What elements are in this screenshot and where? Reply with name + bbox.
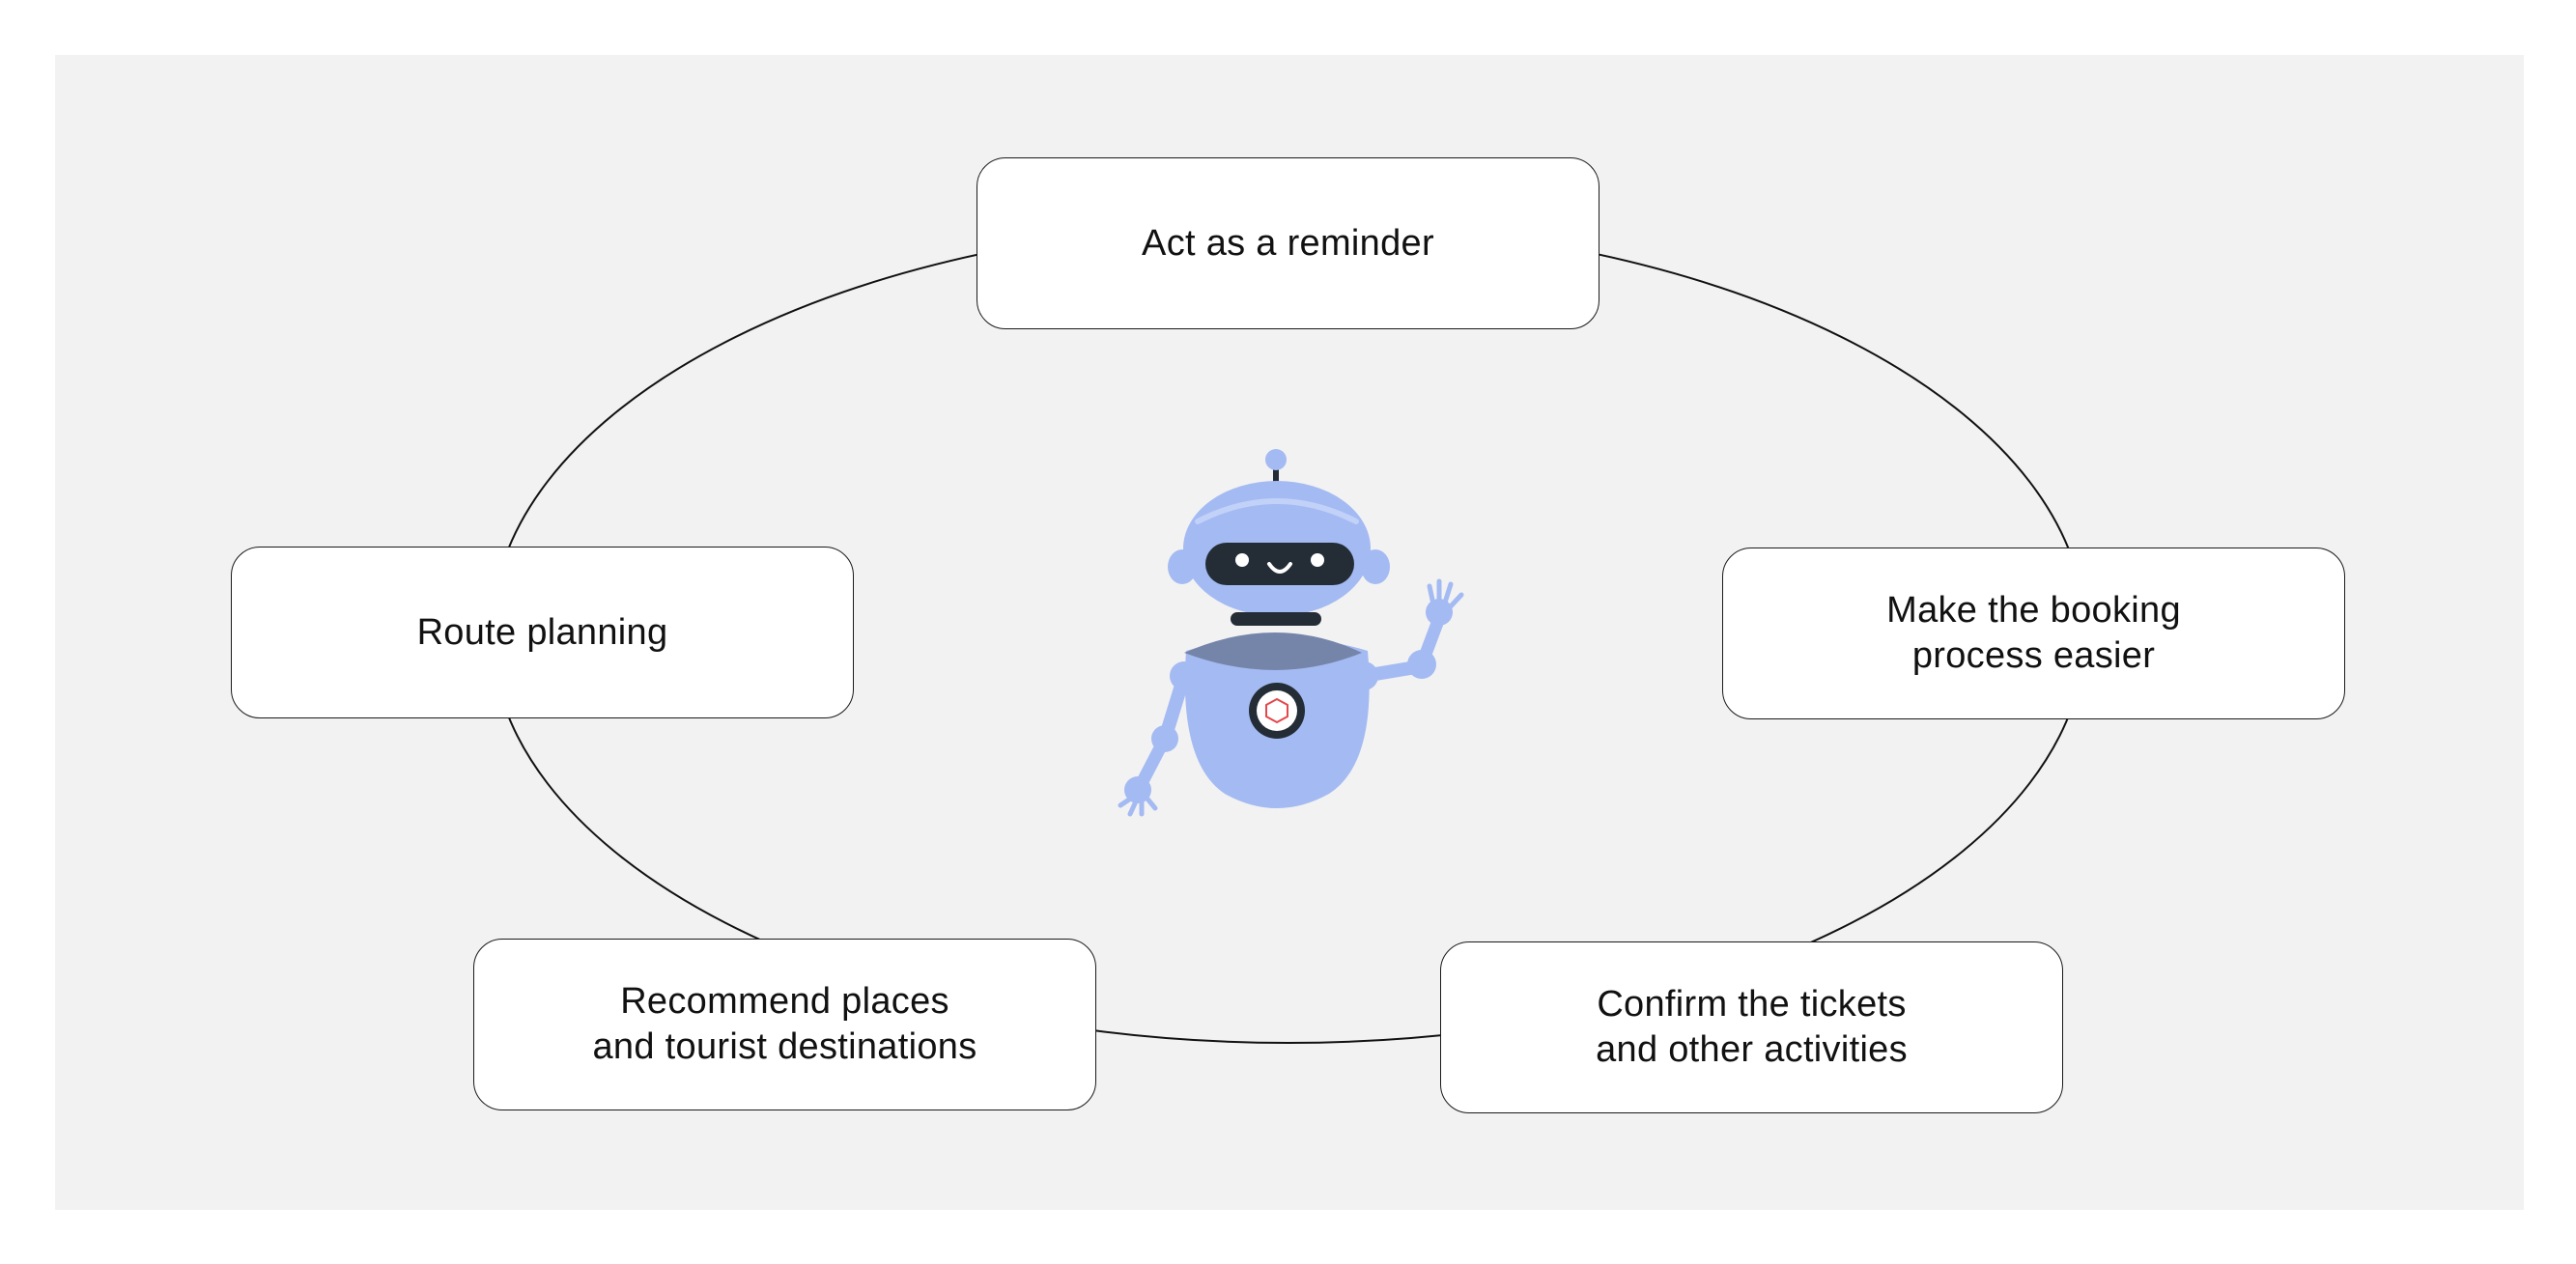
robot-antenna-tip — [1265, 449, 1287, 470]
node-booking: Make the booking process easier — [1722, 548, 2345, 719]
robot-core-hexagon-icon — [1265, 697, 1288, 724]
node-booking-label: Make the booking process easier — [1886, 590, 2181, 676]
node-recommend-label: Recommend places and tourist destination… — [592, 981, 977, 1067]
robot-chest-plate — [1184, 632, 1362, 670]
node-route: Route planning — [231, 547, 854, 718]
node-reminder-label: Act as a reminder — [1142, 222, 1434, 264]
robot-visor — [1205, 543, 1354, 585]
robot-smile — [1267, 562, 1292, 574]
node-recommend: Recommend places and tourist destination… — [473, 939, 1096, 1110]
node-tickets-label: Confirm the tickets and other activities — [1596, 984, 1908, 1070]
robot-neck — [1231, 612, 1321, 626]
robot-left-eye — [1235, 553, 1249, 567]
node-route-label: Route planning — [416, 611, 668, 653]
node-tickets: Confirm the tickets and other activities — [1440, 941, 2063, 1113]
node-reminder: Act as a reminder — [977, 157, 1599, 329]
robot-right-eye — [1311, 553, 1324, 567]
